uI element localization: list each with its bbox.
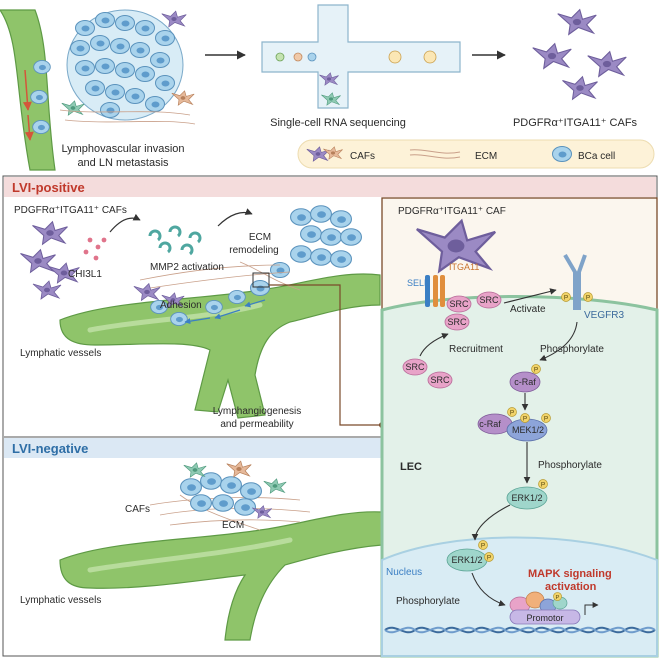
caf-subtype-label: PDGFRα⁺ITGA11⁺ CAFs	[513, 117, 638, 129]
itga11-label: ITGA11	[449, 262, 479, 272]
vessels-label-negative: Lymphatic vessels	[20, 595, 101, 606]
mapk-label-1: MAPK signaling	[528, 568, 612, 580]
promotor-box	[509, 609, 581, 625]
phosphorylate-label-3: Phosphorylate	[396, 596, 460, 607]
transcription-complex	[509, 591, 568, 614]
chi3l1-arrow	[109, 213, 141, 233]
craf-label: c-Raf	[514, 377, 536, 387]
bca-cell-icon	[552, 146, 572, 162]
vessels-label-positive: Lymphatic vessels	[20, 348, 101, 359]
top-section: Lymphovascular invasion and LN metastasi…	[0, 4, 655, 171]
src-cluster: SRC SRC SRC	[444, 291, 502, 331]
tumor-cluster-positive	[133, 205, 362, 326]
caf-subtype-illustration	[532, 8, 627, 100]
legend: CAFs ECM BCa cell	[297, 139, 655, 169]
tumor-cluster-negative	[149, 460, 311, 531]
scrna-chip-illustration	[261, 4, 461, 109]
legend-label-cafs: CAFs	[350, 151, 375, 162]
legend-item-bca: BCa cell	[552, 146, 615, 162]
lymphatic-vessel-negative	[59, 511, 383, 641]
caf-label-positive: PDGFRα⁺ITGA11⁺ CAFs	[14, 205, 127, 216]
cafs-label-negative: CAFs	[125, 504, 150, 515]
phosphorylate-label-2: Phosphorylate	[538, 460, 602, 471]
recruitment-arrow	[419, 333, 449, 357]
lymphatic-vessel-positive	[59, 273, 381, 419]
lvi-positive-header: LVI-positive	[12, 180, 85, 195]
invasion-label-2: and LN metastasis	[77, 157, 169, 169]
ecm-icon	[409, 149, 461, 154]
activate-label: Activate	[510, 304, 546, 315]
promotor-label: Promotor	[526, 613, 563, 623]
legend-label-bca: BCa cell	[578, 151, 615, 162]
src-label-3: SRC	[447, 317, 467, 327]
lymphangio-label-2: and permeability	[220, 419, 293, 430]
lec-label: LEC	[400, 461, 422, 473]
adhesion-label: Adhesion	[160, 300, 202, 311]
vegfr3-label: VEGFR3	[584, 310, 624, 321]
mek-complex: c-Raf MEK1/2	[477, 407, 551, 442]
caf-group-positive	[19, 221, 107, 300]
mmp2-arrow	[217, 208, 253, 227]
pathway-panel: PDGFRα⁺ITGA11⁺ CAF SELE ITGA11 VEGFR3 SR…	[380, 197, 659, 658]
src-label-4: SRC	[405, 362, 425, 372]
zoom-connector	[269, 284, 382, 426]
craf-label-2: c-Raf	[479, 419, 501, 429]
craf-node: c-Raf	[509, 364, 541, 393]
transcription-start-arrow	[584, 602, 599, 615]
erk-nuclear-node: ERK1/2	[446, 540, 494, 572]
mek-label: MEK1/2	[512, 425, 544, 435]
mmp2-label: MMP2 activation	[150, 262, 224, 273]
phosphorylate-arrow-3	[471, 572, 506, 607]
sele-itga11-receptor	[425, 275, 445, 307]
scrna-label: Single-cell RNA sequencing	[270, 117, 406, 129]
src-label-2: SRC	[479, 295, 499, 305]
ecm-label-1: ECM	[249, 232, 271, 243]
chi3l1-label: CHI3L1	[68, 269, 102, 280]
legend-item-ecm: ECM	[409, 149, 497, 162]
src-label-1: SRC	[449, 299, 469, 309]
zoom-box	[252, 272, 270, 288]
src-free: SRC SRC	[402, 358, 453, 389]
recruitment-label: Recruitment	[449, 344, 503, 355]
mmp2-molecules	[148, 225, 202, 256]
dna-helix	[384, 626, 656, 634]
invasion-label-1: Lymphovascular invasion	[61, 143, 184, 155]
erk-label: ERK1/2	[511, 493, 542, 503]
activate-arrow	[503, 288, 557, 304]
erk-nucleus-arrow	[471, 504, 511, 541]
lvi-negative-header: LVI-negative	[12, 441, 88, 456]
vegfr3-receptor	[561, 253, 593, 310]
lymphangio-label-1: Lymphangiogenesis	[213, 406, 302, 417]
lvi-negative-panel: LVI-negative CAFs ECM Lymphatic vessels	[4, 436, 383, 641]
legend-item-cafs: CAFs	[306, 146, 375, 162]
ecm-label-2: remodeling	[229, 245, 278, 256]
src-label-5: SRC	[430, 375, 450, 385]
pathway-caf-title: PDGFRα⁺ITGA11⁺ CAF	[398, 206, 506, 217]
erk-label-2: ERK1/2	[451, 555, 482, 565]
mapk-label-2: activation	[545, 581, 597, 593]
erk-node: ERK1/2	[506, 479, 548, 510]
nucleus-label: Nucleus	[386, 567, 422, 578]
legend-label-ecm: ECM	[475, 151, 497, 162]
phosphorylate-label-1: Phosphorylate	[540, 344, 604, 355]
ecm-label-negative: ECM	[222, 520, 244, 531]
invasion-illustration	[0, 9, 196, 171]
sele-label: SELE	[407, 278, 430, 288]
phosphorylate-arrow-1	[539, 321, 578, 361]
